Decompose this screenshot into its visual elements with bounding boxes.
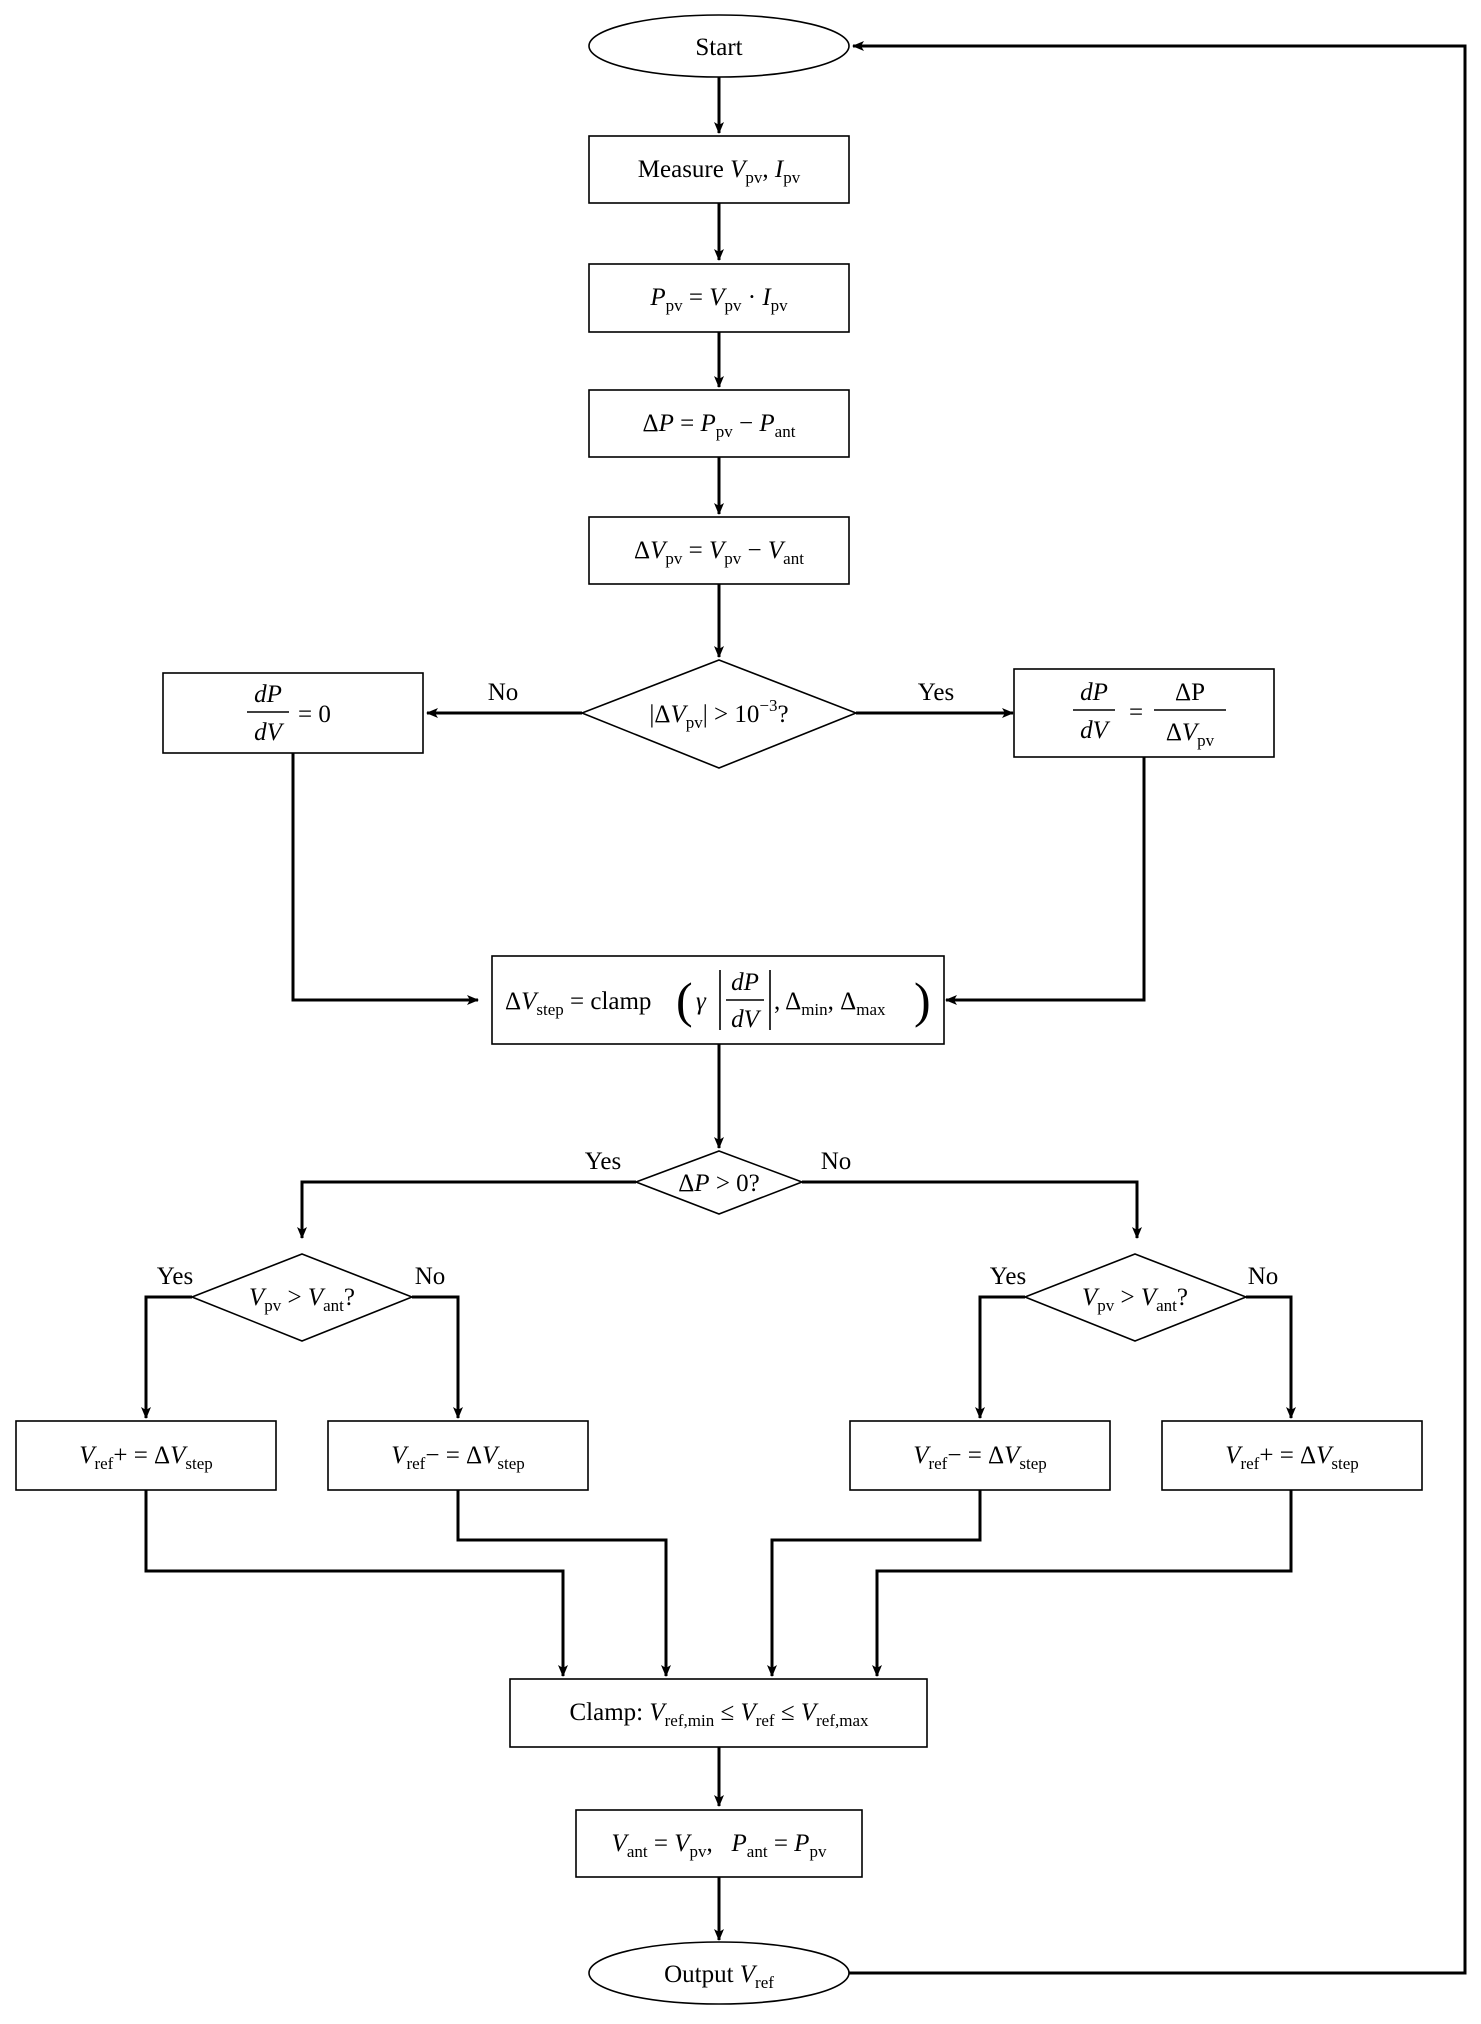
decision-dv-node: |ΔVpv| > 10−3?	[579, 659, 859, 769]
label-yes-dv: Yes	[918, 679, 954, 706]
update-label: Vant = Vpv, Pant = Ppv	[612, 1830, 827, 1861]
dpdv-ratio-den2: ΔVpv	[1166, 719, 1215, 750]
ref-minus-right-node: Vref− = ΔVstep	[849, 1420, 1111, 1491]
power-label: Ppv = Vpv · Ipv	[649, 284, 788, 315]
edges	[141, 41, 1467, 1975]
edge-plus1-clamp	[144, 1490, 568, 1677]
ref-minus-left-node: Vref− = ΔVstep	[327, 1420, 589, 1491]
edge-right-yes	[975, 1295, 1025, 1419]
edge-zero-step	[291, 753, 479, 1005]
label-yes-left: Yes	[157, 1263, 193, 1290]
step-paren-open: (	[676, 972, 693, 1028]
decision-dp-label: ΔP > 0?	[678, 1170, 760, 1197]
dpdv-ratio-num: dP	[1080, 679, 1108, 706]
decision-v-left-node: Vpv > Vant?	[189, 1253, 415, 1342]
ref-minus-left-label: Vref− = ΔVstep	[391, 1442, 525, 1473]
label-yes-dp: Yes	[585, 1148, 621, 1175]
dpdv-zero-node: dP dV = 0	[162, 672, 424, 754]
dpdv-zero-rhs: = 0	[298, 701, 331, 728]
output-label: Output Vref	[664, 1961, 774, 1992]
start-node: Start	[588, 14, 850, 78]
decision-dv-label: |ΔVpv| > 10−3?	[649, 696, 788, 732]
edge-plus2-clamp	[872, 1490, 1293, 1677]
edge-output-start-loop	[849, 41, 1467, 1975]
dpdv-ratio-den: dV	[1080, 717, 1111, 744]
ref-minus-right-label: Vref− = ΔVstep	[913, 1442, 1047, 1473]
clamp-node: Clamp: Vref,min ≤ Vref ≤ Vref,max	[509, 1678, 928, 1748]
delta-v-node: ΔVpv = Vpv − Vant	[588, 516, 850, 585]
label-no-right: No	[1248, 1263, 1279, 1290]
step-paren-close: )	[914, 972, 931, 1028]
edge-minus1-clamp	[456, 1490, 671, 1677]
update-node: Vant = Vpv, Pant = Ppv	[575, 1809, 863, 1878]
step-frac-den: dV	[731, 1006, 762, 1033]
output-node: Output Vref	[588, 1941, 850, 2005]
dpdv-ratio-num2: ΔP	[1175, 679, 1205, 706]
measure-node: Measure Vpv, Ipv	[588, 135, 850, 204]
edge-dp-no	[802, 1180, 1142, 1239]
edge-left-yes	[141, 1295, 192, 1419]
delta-p-label: ΔP = Ppv − Pant	[643, 410, 796, 441]
step-lhs: ΔVstep = clamp	[505, 988, 651, 1019]
ref-plus-right-node: Vref+ = ΔVstep	[1161, 1420, 1423, 1491]
edge-minus2-clamp	[767, 1490, 982, 1677]
label-no-dv: No	[488, 679, 519, 706]
dpdv-ratio-node: dP dV = ΔP ΔVpv	[1013, 668, 1275, 758]
step-frac-num: dP	[731, 969, 759, 996]
delta-v-label: ΔVpv = Vpv − Vant	[634, 537, 804, 568]
decision-v-right-node: Vpv > Vant?	[1022, 1253, 1249, 1342]
step-node: ΔVstep = clamp ( γ dP dV , Δmin, Δmax )	[491, 955, 945, 1045]
measure-label: Measure Vpv, Ipv	[638, 156, 801, 187]
ref-plus-left-node: Vref+ = ΔVstep	[15, 1420, 277, 1491]
clamp-label: Clamp: Vref,min ≤ Vref ≤ Vref,max	[569, 1699, 869, 1730]
edge-ratio-step	[945, 757, 1146, 1005]
decision-dp-node: ΔP > 0?	[633, 1150, 805, 1215]
edge-dp-yes	[297, 1180, 636, 1239]
step-limits: , Δmin, Δmax	[774, 988, 886, 1019]
decision-v-right-label: Vpv > Vant?	[1082, 1284, 1188, 1315]
dpdv-zero-num: dP	[254, 681, 282, 708]
label-no-left: No	[415, 1263, 446, 1290]
ref-plus-left-label: Vref+ = ΔVstep	[79, 1442, 213, 1473]
start-label: Start	[695, 34, 742, 61]
decision-v-left-label: Vpv > Vant?	[249, 1284, 355, 1315]
ref-plus-right-label: Vref+ = ΔVstep	[1225, 1442, 1359, 1473]
edge-left-no	[412, 1295, 463, 1419]
dpdv-zero-den: dV	[254, 719, 285, 746]
power-node: Ppv = Vpv · Ipv	[588, 263, 850, 333]
dpdv-ratio-eq: =	[1129, 699, 1143, 726]
branch-labels: No Yes Yes No Yes No Yes No	[157, 679, 1278, 1290]
delta-p-node: ΔP = Ppv − Pant	[588, 389, 850, 458]
label-yes-right: Yes	[990, 1263, 1026, 1290]
edge-right-no	[1246, 1295, 1296, 1419]
step-gamma: γ	[696, 988, 707, 1015]
label-no-dp: No	[821, 1148, 852, 1175]
